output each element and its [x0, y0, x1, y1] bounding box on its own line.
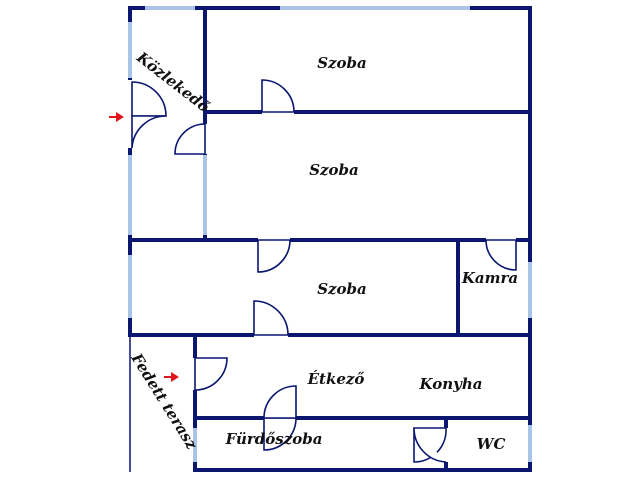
room-label-wc: WC	[477, 435, 506, 453]
room-label-konyha: Konyha	[419, 375, 483, 393]
room-label-kamra: Kamra	[461, 269, 518, 287]
room-label-etkezo: Étkező	[307, 370, 365, 388]
room-label-szoba-top: Szoba	[317, 54, 367, 72]
entrance-markers	[109, 112, 179, 382]
room-label-szoba-lower: Szoba	[317, 280, 367, 298]
arrow-right-icon	[164, 372, 179, 382]
room-label-szoba-middle: Szoba	[309, 161, 359, 179]
doors	[126, 79, 517, 463]
room-label-furdoszoba: Fürdőszoba	[225, 430, 323, 448]
arrow-right-icon	[109, 112, 124, 122]
windows	[128, 6, 532, 462]
interior-walls	[128, 6, 532, 472]
